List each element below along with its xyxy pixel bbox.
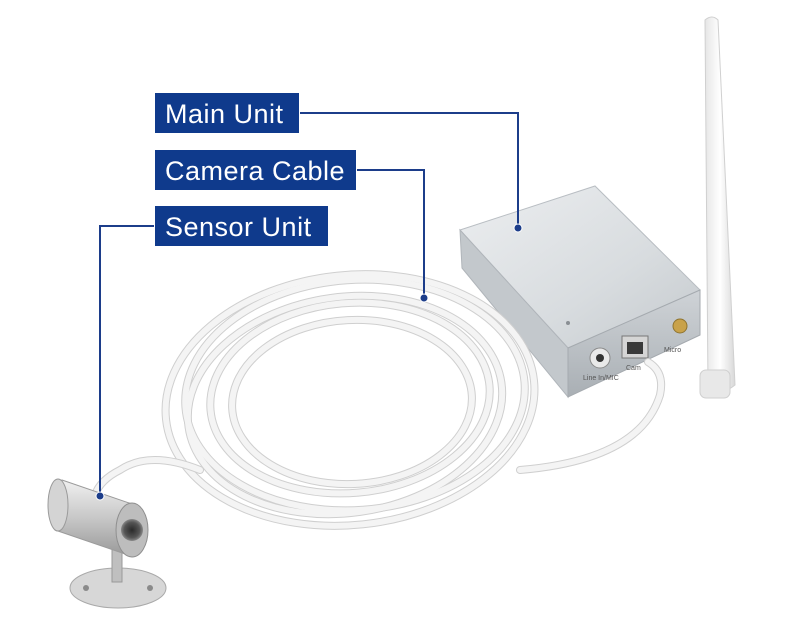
sensor-unit (47, 478, 167, 609)
camera-cable-label: Camera Cable (154, 149, 357, 191)
port-label-line-in: Line In/MIC (583, 375, 619, 382)
sensor-unit-leader (99, 225, 154, 496)
port-label-micro: Micro (664, 347, 681, 354)
camera-cable (91, 270, 666, 530)
antenna (699, 16, 736, 399)
main-unit-label: Main Unit (154, 92, 300, 134)
sensor-unit-label: Sensor Unit (154, 205, 329, 247)
main-unit-leader (300, 112, 519, 228)
callout-leaders (95, 112, 523, 501)
camera-cable-leader (357, 169, 425, 298)
port-label-cam: Cam (626, 365, 641, 372)
